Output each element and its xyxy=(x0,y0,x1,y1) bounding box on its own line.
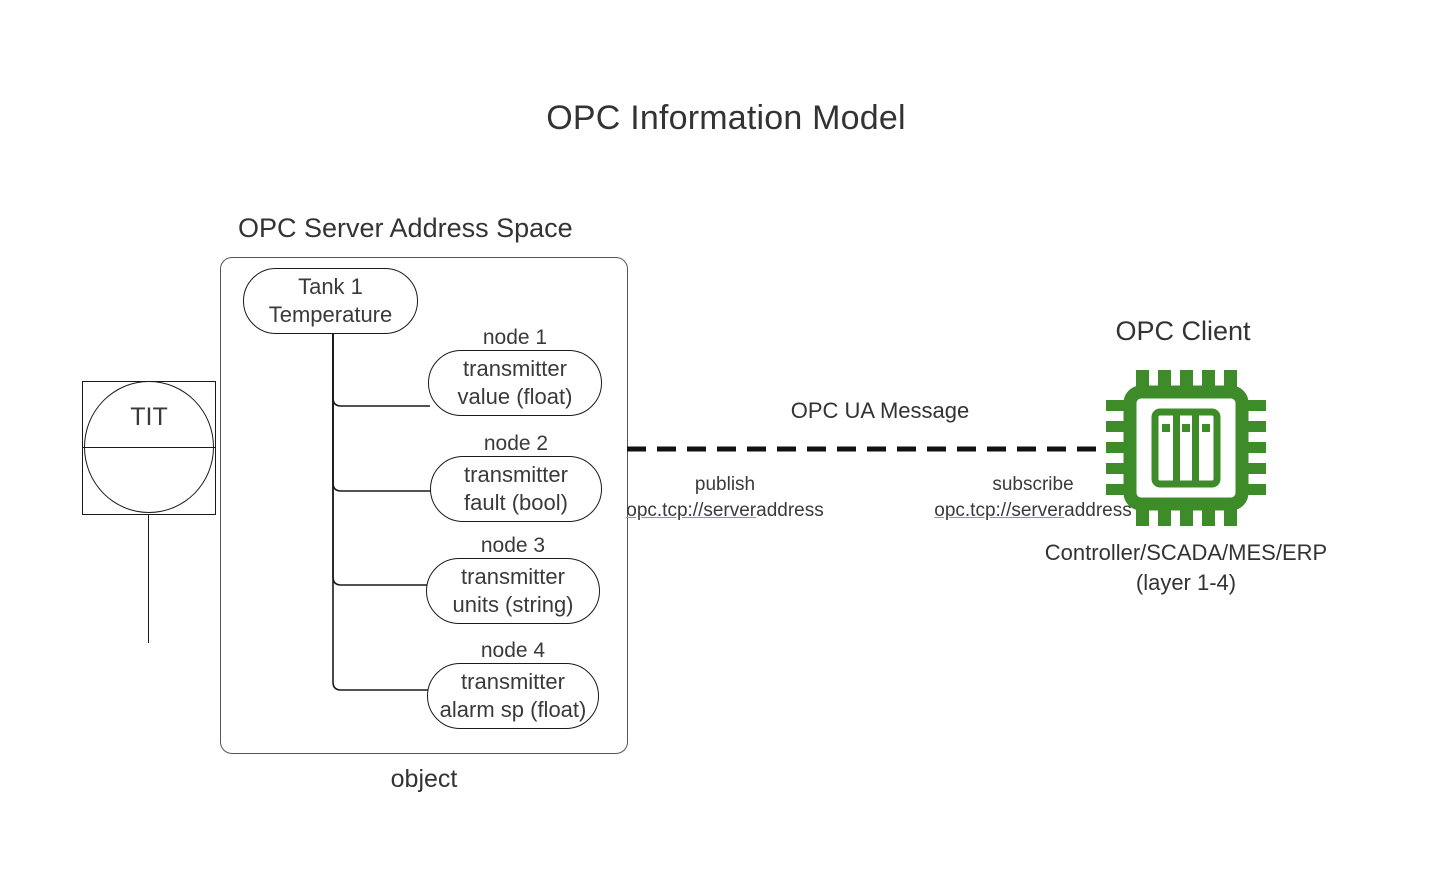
opc-ua-message-label: OPC UA Message xyxy=(790,398,970,423)
cpu-chip-icon xyxy=(1106,370,1266,526)
transmitter-instrument-symbol: TIT xyxy=(82,381,216,515)
instrument-divider xyxy=(82,447,216,448)
subscribe-action-label: subscribe xyxy=(992,474,1074,495)
node-3-line1: transmitter xyxy=(461,564,565,589)
opc-client-caption: OPC Client xyxy=(1115,316,1251,346)
client-subtitle-line2: (layer 1-4) xyxy=(1135,570,1237,595)
node-3-line2: units (string) xyxy=(452,592,574,617)
publish-endpoint-block: publish opc.tcp://serveraddress xyxy=(600,472,850,524)
node-transmitter-units[interactable]: transmitter units (string) xyxy=(426,558,600,624)
page-title: OPC Information Model xyxy=(546,99,906,137)
subscribe-endpoint-block: subscribe opc.tcp://serveraddress xyxy=(908,472,1158,524)
subscribe-url[interactable]: opc.tcp://serveraddress xyxy=(908,498,1158,524)
root-node-line1: Tank 1 xyxy=(298,274,363,299)
node-4-line2: alarm sp (float) xyxy=(439,697,587,722)
server-address-space-caption: OPC Server Address Space xyxy=(238,213,573,243)
publish-url-scheme: opc.tcp://server xyxy=(626,500,757,521)
node-tank1-temperature[interactable]: Tank 1 Temperature xyxy=(243,268,418,334)
node-4-line1: transmitter xyxy=(461,669,565,694)
node-1-caption: node 1 xyxy=(482,326,548,349)
node-transmitter-value[interactable]: transmitter value (float) xyxy=(428,350,602,416)
client-subtitle: Controller/SCADA/MES/ERP (layer 1-4) xyxy=(960,538,1412,598)
node-2-caption: node 2 xyxy=(483,432,549,455)
object-caption: object xyxy=(390,765,458,793)
node-2-line2: fault (bool) xyxy=(464,490,568,515)
node-1-line1: transmitter xyxy=(463,356,567,381)
node-1-line2: value (float) xyxy=(457,384,573,409)
node-transmitter-fault[interactable]: transmitter fault (bool) xyxy=(430,456,602,522)
publish-url-suffix: address xyxy=(756,500,824,521)
root-node-line2: Temperature xyxy=(268,302,393,327)
publish-action-label: publish xyxy=(694,474,756,495)
node-4-caption: node 4 xyxy=(480,639,546,662)
subscribe-url-scheme: opc.tcp://server xyxy=(934,500,1065,521)
node-2-line1: transmitter xyxy=(464,462,568,487)
instrument-stem-line xyxy=(148,515,149,643)
subscribe-url-suffix: address xyxy=(1064,500,1132,521)
node-transmitter-alarm-sp[interactable]: transmitter alarm sp (float) xyxy=(427,663,599,729)
node-3-caption: node 3 xyxy=(480,534,546,557)
instrument-tag-label: TIT xyxy=(130,403,168,431)
publish-url[interactable]: opc.tcp://serveraddress xyxy=(600,498,850,524)
client-subtitle-line1: Controller/SCADA/MES/ERP xyxy=(1044,540,1328,565)
